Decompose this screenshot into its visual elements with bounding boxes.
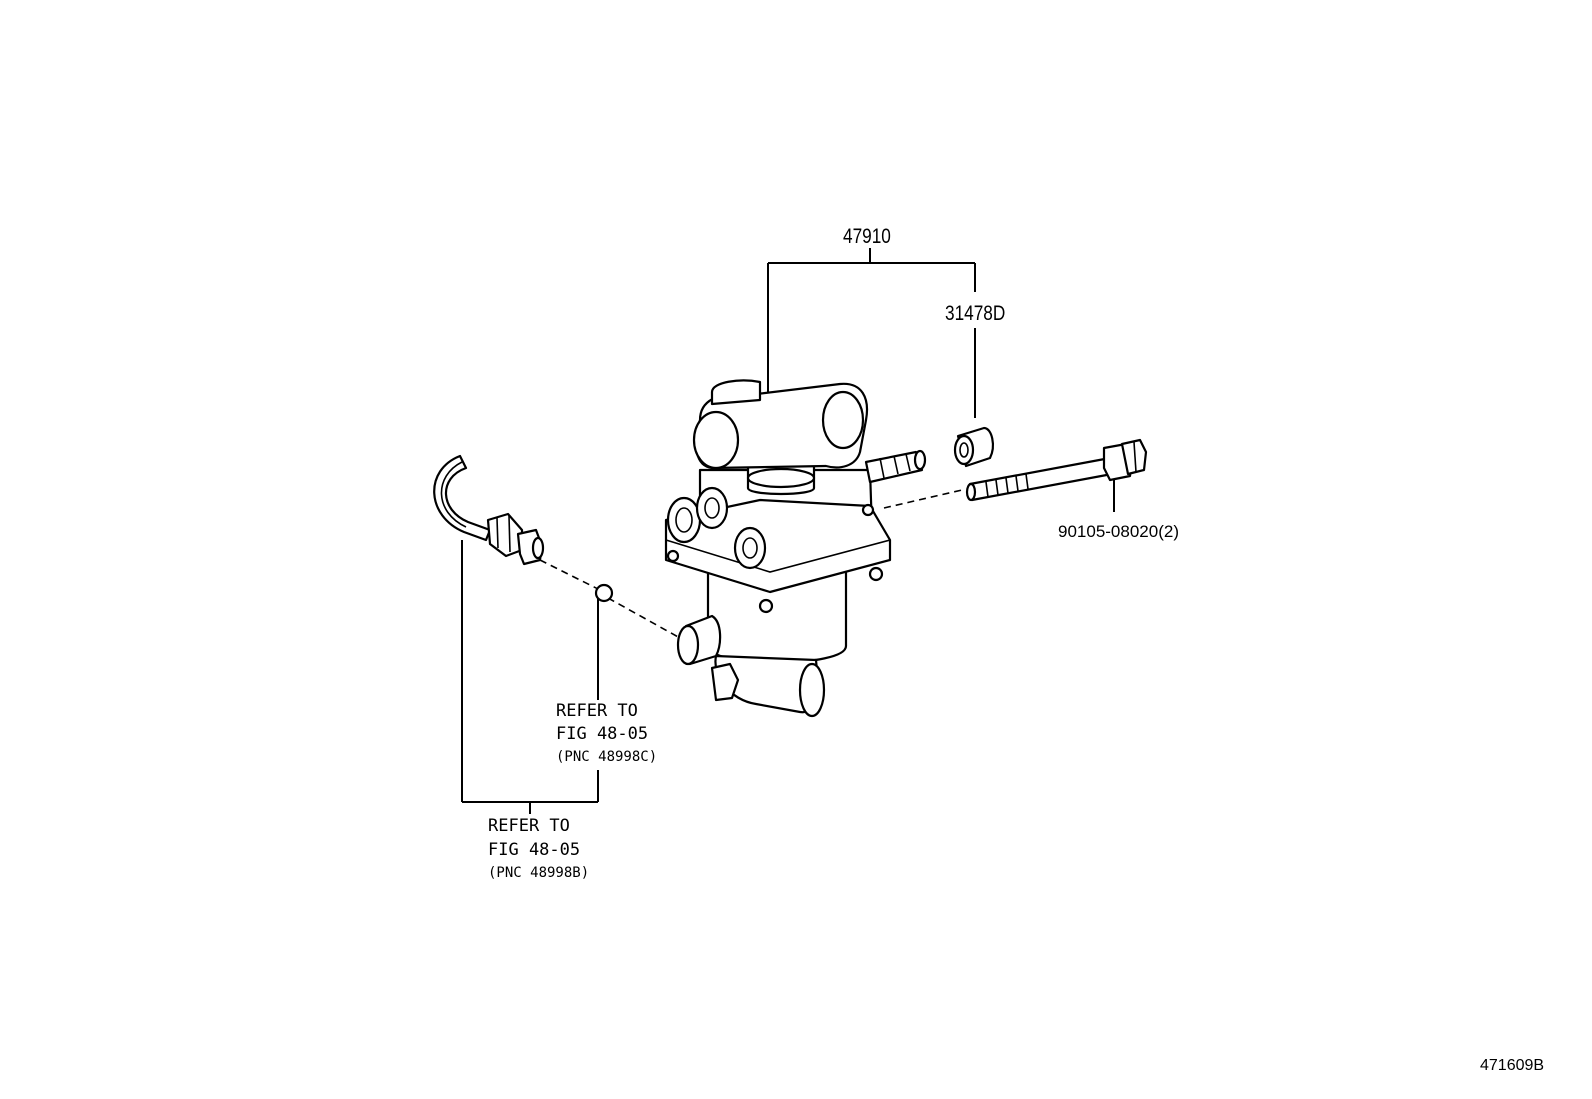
callout-main-part-number: 47910 [843,225,891,248]
refer-lower-line1: REFER TO [488,816,570,836]
drawing-code: 471609B [1480,1057,1545,1074]
refer-upper-line3: (PNC 48998C) [556,749,658,765]
leader-refer-lower [461,540,598,814]
callout-sub-part-number: 31478D [945,302,1006,325]
refer-lower-line3: (PNC 48998B) [488,865,590,881]
callout-bolt-part-number: 90105-08020(2) [1058,522,1179,541]
valve-assembly-drawing [664,379,927,718]
collar-drawing [953,426,994,468]
o-ring-drawing [594,583,614,603]
bolt-drawing [965,438,1148,502]
assembly-dash-lines [539,489,963,639]
refer-lower-line2: FIG 48-05 [488,840,581,860]
refer-upper-line1: REFER TO [556,701,638,721]
refer-upper-line2: FIG 48-05 [556,724,649,744]
leader-main-part [767,248,976,392]
brake-pipe-drawing [433,454,545,566]
